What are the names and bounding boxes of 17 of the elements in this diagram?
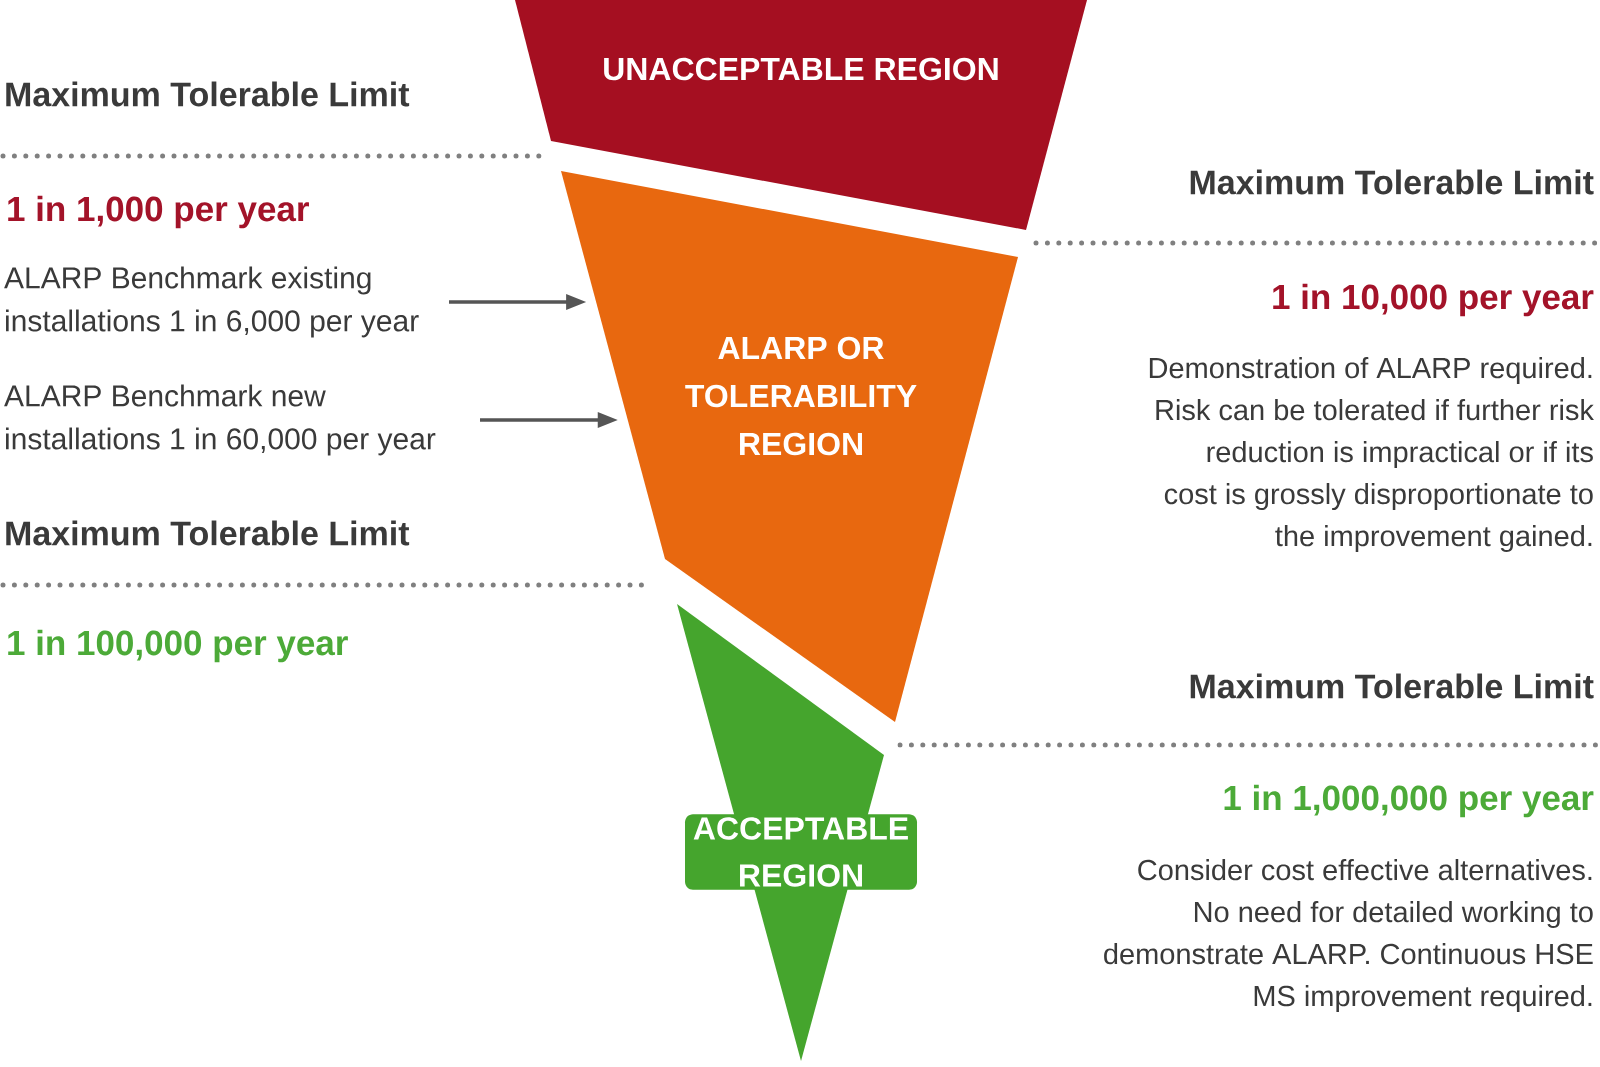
limit-heading: Maximum Tolerable Limit	[6, 81, 410, 107]
region-band: ALARP OR TOLERABILITY REGION	[561, 171, 1018, 722]
frequency-label: 1 in 100,000 per year	[8, 629, 348, 663]
region-triangle: ACCEPTABLE REGION	[677, 604, 917, 1061]
limit-heading: Maximum Tolerable Limit	[6, 520, 410, 546]
benchmark-note: ALARP Benchmark new installations 1 in 60,000 per year	[4, 384, 436, 456]
frequency-label: 1 in 1,000,000 per year	[1224, 784, 1594, 818]
frequency-label: 1 in 10,000 per year	[1273, 283, 1594, 317]
arrow	[449, 294, 587, 310]
arrow	[480, 412, 618, 428]
frequency-label: 1 in 1,000 per year	[8, 195, 309, 229]
limit-heading: Maximum Tolerable Limit	[1190, 169, 1594, 195]
limit-heading: Maximum Tolerable Limit	[1190, 673, 1594, 699]
benchmark-note: ALARP Benchmark existing installations 1 in 6,000 per year	[4, 266, 419, 338]
guidance-note: Consider cost effective alternatives. No need for detailed working to demonstrate ALARP. Continuous HSE MS improvement required.	[1104, 859, 1593, 1013]
guidance-note: Demonstration of ALARP required. Risk can be tolerated if further risk reduction is impractical or if its cost is grossly disproportionate to the improvement gained.	[1149, 357, 1594, 553]
region-band: UNACCEPTABLE REGION	[515, 0, 1087, 230]
